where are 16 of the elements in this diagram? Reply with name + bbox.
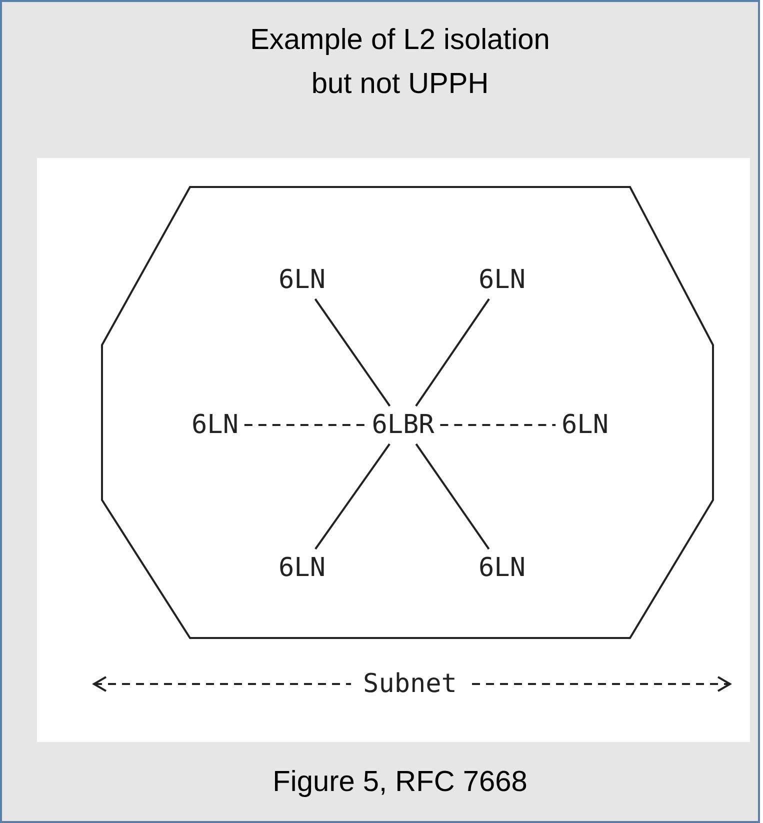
connector-line [314, 298, 391, 407]
connector-line [314, 443, 390, 550]
node-label: 6LN [478, 265, 526, 295]
node-label: 6LN [192, 410, 238, 440]
node-label: 6LBR [372, 410, 434, 440]
node-label: 6LN [562, 410, 608, 440]
node-label: 6LN [278, 265, 326, 295]
node-label: 6LN [478, 553, 526, 583]
title: Example of L2 isolation but not UPPH [249, 23, 551, 102]
connector-line [440, 424, 556, 426]
octagon [100, 185, 715, 640]
caption: Figure 5, RFC 7668 [272, 765, 528, 800]
connector-line [244, 424, 366, 426]
node-label: 6LN [278, 553, 326, 583]
connector-line [415, 443, 490, 550]
connector-line [415, 298, 490, 407]
